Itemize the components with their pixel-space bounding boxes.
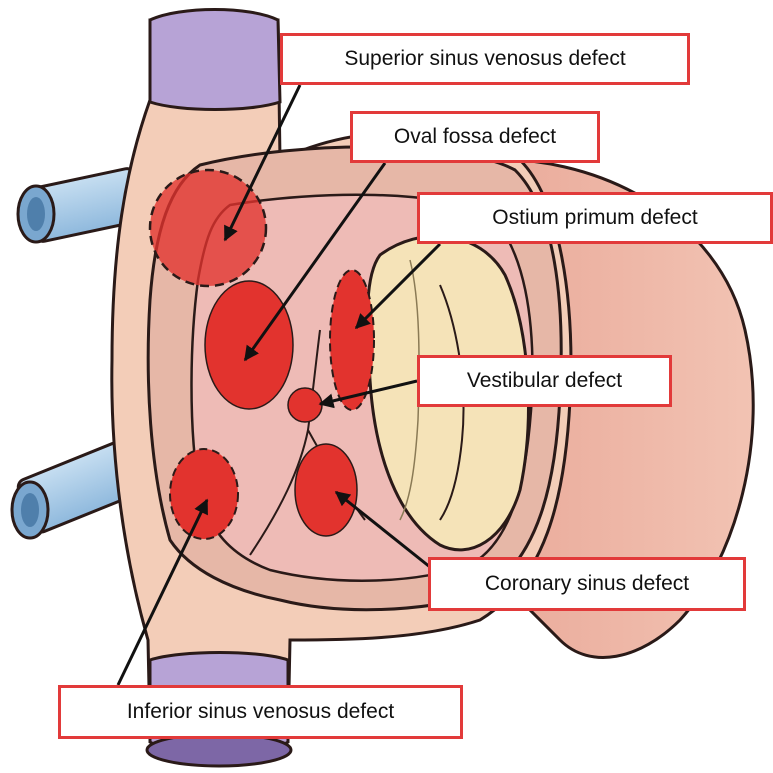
oval-fossa-defect-label: Oval fossa defect: [350, 111, 600, 163]
ostium-primum-defect-shape: [330, 270, 374, 410]
inferior-sinus-venosus-defect-label: Inferior sinus venosus defect: [58, 685, 463, 739]
vestibular-defect-shape: [288, 388, 322, 422]
superior-sinus-venosus-defect-label: Superior sinus venosus defect: [280, 33, 690, 85]
vestibular-defect-label: Vestibular defect: [417, 355, 672, 407]
ostium-primum-defect-label: Ostium primum defect: [417, 192, 773, 244]
coronary-sinus-defect-label: Coronary sinus defect: [428, 557, 746, 611]
inferior-sinus-venosus-defect-shape: [170, 449, 238, 539]
superior-sinus-venosus-defect-shape: [150, 170, 266, 286]
superior-vena-cava-cap: [150, 10, 280, 110]
coronary-sinus-defect-shape: [295, 444, 357, 536]
oval-fossa-defect-shape: [205, 281, 293, 409]
